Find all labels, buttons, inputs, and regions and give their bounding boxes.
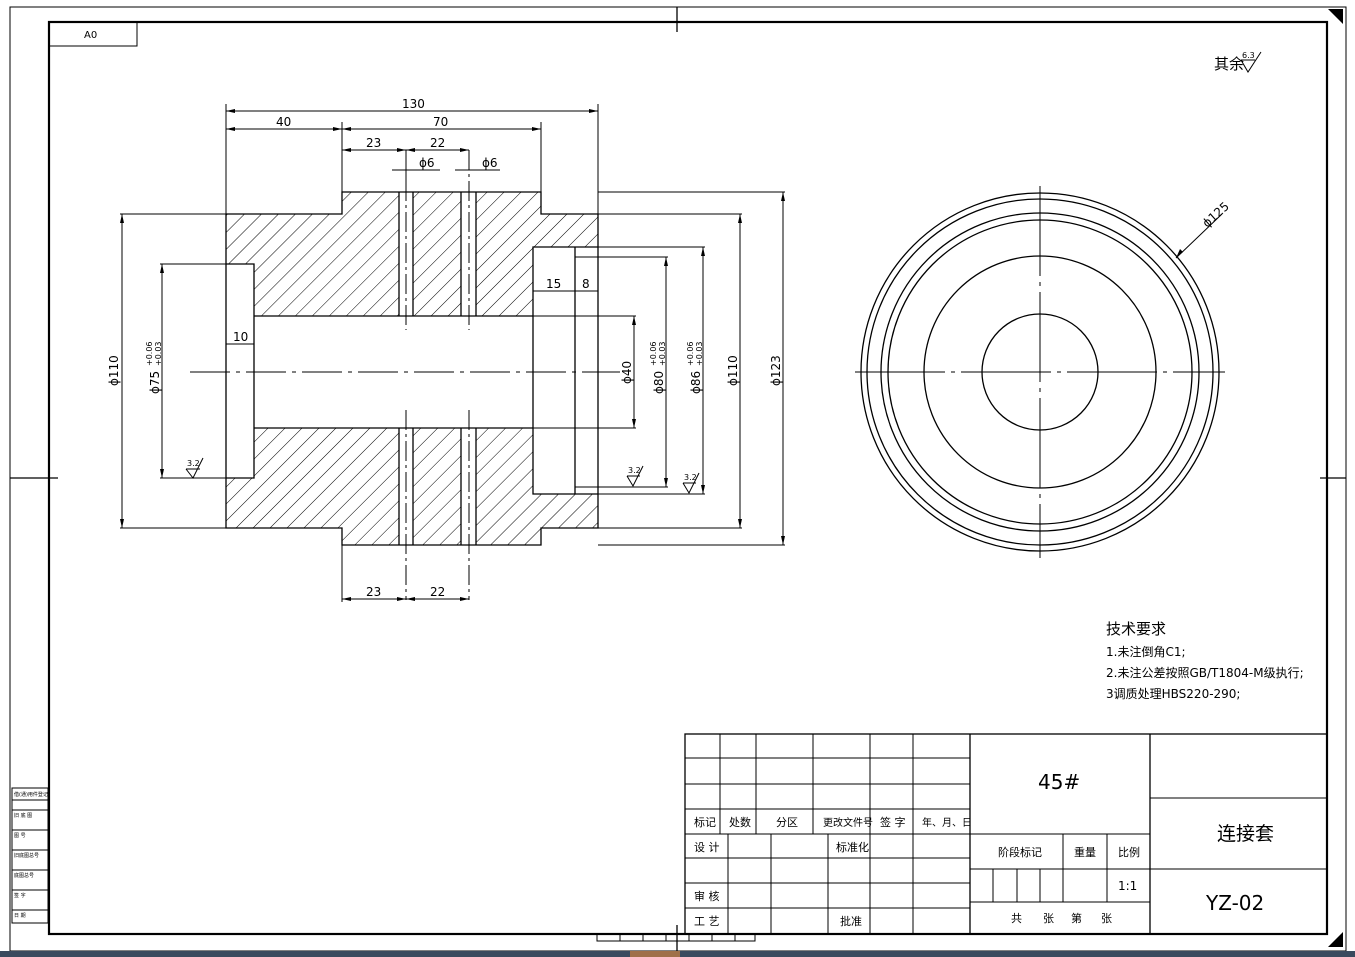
dim-70: 70 (433, 115, 448, 129)
dim-22-top: 22 (430, 136, 445, 150)
tb-design: 设 计 (694, 841, 720, 854)
tb-scale-value: 1:1 (1118, 879, 1137, 893)
roughness-default-value: 6.3 (1242, 51, 1255, 60)
sheet-size-label: A0 (84, 30, 97, 41)
tb-zone: 分区 (776, 816, 798, 829)
side-item-4: 旧底图总号 (14, 852, 39, 859)
tb-scale-label: 比例 (1118, 845, 1140, 859)
dim-23-bottom: 23 (366, 585, 381, 599)
roughness-value-1: 3.2 (187, 459, 200, 468)
dim-phi80-tol-lower: +0.03 (658, 341, 667, 366)
sheet-size-box (48, 21, 138, 47)
dim-phi86: ϕ86 (689, 371, 703, 394)
tb-change-doc: 更改文件号 (823, 816, 873, 829)
side-item-7: 日 期 (14, 913, 26, 919)
bottom-strip-accent (630, 951, 680, 957)
tb-drawing-number: YZ-02 (1205, 891, 1264, 915)
tb-approve: 批准 (840, 914, 862, 928)
roughness-value-3: 3.2 (684, 473, 697, 482)
tb-stage-mark: 阶段标记 (998, 845, 1042, 859)
side-item-2: 旧 底 图 (14, 812, 32, 819)
tb-total: 共 (1011, 912, 1022, 925)
tech-req-item-1: 1.未注倒角C1; (1106, 644, 1186, 659)
dim-phi86-tol-lower: +0.03 (695, 341, 704, 366)
dim-phi86-tol-upper: +0.06 (686, 341, 695, 366)
dim-23-top: 23 (366, 136, 381, 150)
dim-22-bottom: 22 (430, 585, 445, 599)
tech-req-item-2: 2.未注公差按照GB/T1804-M级执行; (1106, 665, 1304, 680)
end-view (855, 186, 1225, 558)
sheet-border (9, 6, 1347, 952)
title-block (596, 733, 1328, 942)
roughness-default-symbol: 其余 6.3 (1214, 51, 1262, 73)
tb-mark: 标记 (694, 815, 716, 829)
dim-10: 10 (233, 330, 248, 344)
section-dimensions (120, 104, 785, 602)
tb-process: 工 艺 (694, 915, 720, 928)
side-item-5: 底图总号 (14, 872, 34, 879)
side-item-1: 借(通)用件登记 (14, 791, 48, 798)
dim-phi110-right: ϕ110 (726, 355, 740, 386)
tb-weight: 重量 (1074, 845, 1096, 859)
tb-sheet: 张 (1101, 912, 1112, 925)
roughness-symbols (185, 457, 700, 495)
tb-no: 第 (1071, 911, 1082, 925)
dim-130: 130 (402, 97, 425, 111)
tb-standardize: 标准化 (836, 840, 869, 854)
dim-8: 8 (582, 277, 590, 291)
dim-15: 15 (546, 277, 561, 291)
dim-phi110-left: ϕ110 (107, 355, 121, 386)
roughness-note: 其余 (1214, 55, 1244, 73)
tb-part-name: 连接套 (1217, 823, 1274, 845)
dim-phi40: ϕ40 (620, 361, 634, 384)
side-item-6: 签 字 (14, 892, 26, 899)
tech-req-heading: 技术要求 (1106, 620, 1166, 638)
dim-phi75-tol-upper: +0.06 (145, 341, 154, 366)
side-item-3: 图 号 (14, 833, 26, 839)
tb-sheets: 张 (1043, 912, 1054, 925)
roughness-value-2: 3.2 (628, 466, 641, 475)
dim-phi75-tol-lower: +0.03 (154, 341, 163, 366)
tech-req-item-3: 3调质处理HBS220-290; (1106, 687, 1240, 701)
section-view (190, 150, 620, 600)
dim-phi75: ϕ75 (148, 371, 162, 394)
tb-review: 审 核 (694, 889, 720, 903)
dim-phi80: ϕ80 (652, 371, 666, 394)
dim-40: 40 (276, 115, 291, 129)
dim-phi123: ϕ123 (769, 355, 783, 386)
tb-material: 45# (1038, 770, 1080, 794)
side-block (11, 787, 49, 924)
dim-phi125: ϕ125 (1200, 199, 1232, 230)
dim-phi6-right: ϕ6 (482, 156, 498, 170)
dim-phi6-left: ϕ6 (419, 156, 435, 170)
tb-count: 处数 (729, 816, 751, 829)
dimension-arrows (120, 109, 785, 601)
tb-signature: 签 字 (880, 815, 906, 829)
tb-date: 年、月、日 (922, 816, 972, 829)
dim-phi80-tol-upper: +0.06 (649, 341, 658, 366)
